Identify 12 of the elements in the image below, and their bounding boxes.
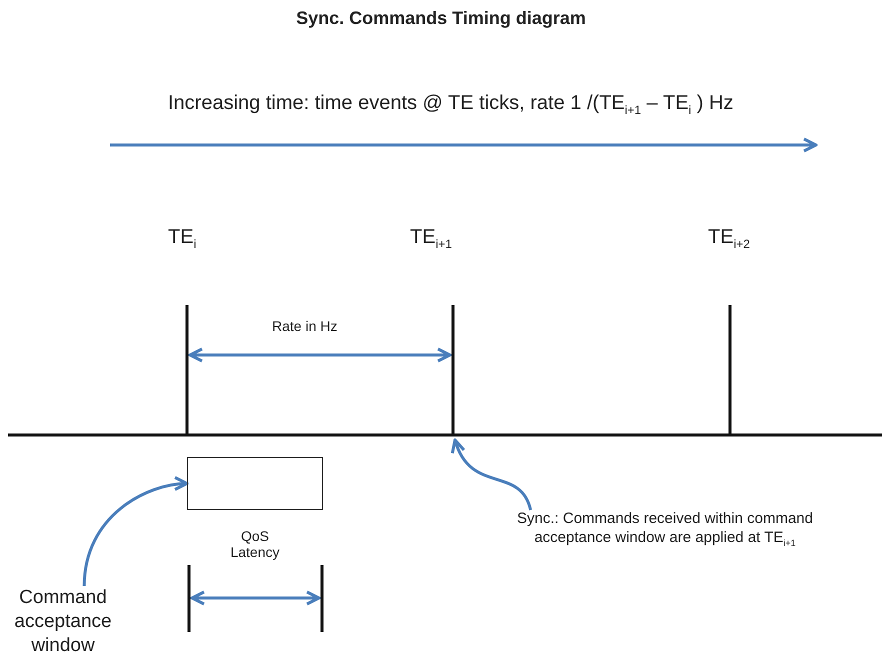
annotation-text: Command acceptance window <box>4 586 122 658</box>
annotation-text: Sync.: Commands received within command acceptance window are applied at TE$_{i+1}$ <box>505 510 825 549</box>
acceptance-window-box <box>187 457 323 510</box>
axis-label: TE$_{i+1}$ <box>410 226 452 251</box>
curved-arrow <box>82 476 188 586</box>
axis-label: Rate in Hz <box>272 318 338 334</box>
curved-arrow <box>452 438 532 510</box>
diagram-title: Sync. Commands Timing diagram <box>295 8 587 29</box>
axis-label: QoS Latency <box>229 528 281 560</box>
caption-text: Increasing time: time events @ TE ticks, rate 1 /(TE$_{i+1}$ – TE$_{i}$ ) Hz <box>168 92 734 117</box>
axis-label: TE$_{i+2}$ <box>708 226 750 251</box>
axis-label: TE$_{i}$ <box>168 226 196 251</box>
